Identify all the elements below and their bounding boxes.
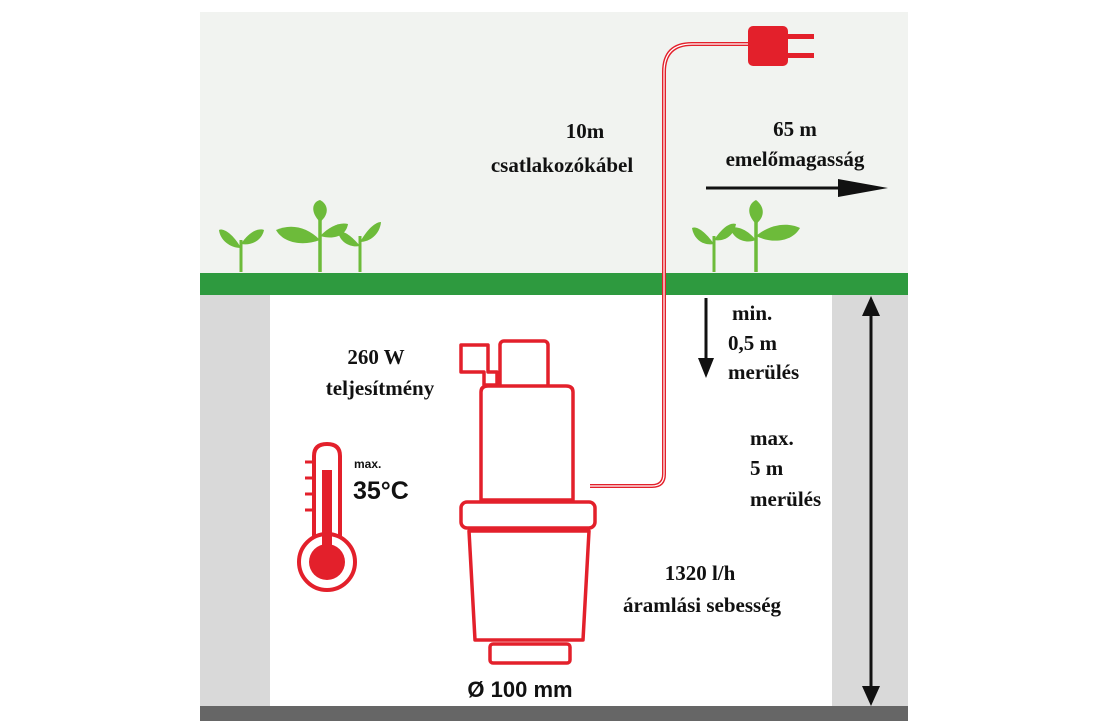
flow-name-label: áramlási sebesség — [622, 593, 782, 617]
lift-name-label: emelőmagasság — [725, 147, 865, 171]
plant-icon — [338, 222, 381, 272]
flow-value-label: 1320 l/h — [664, 561, 736, 585]
plant-icon — [692, 223, 736, 272]
temperature-max-label: max. — [354, 457, 382, 471]
arrow-icon — [698, 298, 714, 378]
plant-icon — [730, 200, 800, 272]
plant-icon — [276, 200, 348, 272]
thermometer-icon — [297, 441, 357, 592]
cable-name-label: csatlakozókábel — [490, 153, 634, 177]
min-depth-label-1: min. — [732, 301, 773, 325]
plug-icon — [748, 26, 814, 66]
well-floor — [200, 706, 908, 721]
grass-strip — [200, 273, 908, 295]
power-value-label: 260 W — [347, 345, 405, 369]
cable-length-label: 10m — [565, 119, 605, 143]
max-depth-label-2: 5 m — [750, 456, 784, 480]
max-depth-label-3: merülés — [750, 487, 822, 511]
arrow-icon — [862, 296, 880, 706]
well-left-wall — [200, 294, 270, 708]
temperature-value-label: 35°C — [353, 477, 409, 505]
min-depth-label-3: merülés — [728, 360, 800, 384]
power-name-label: teljesítmény — [325, 376, 435, 400]
min-depth-label-2: 0,5 m — [728, 331, 777, 355]
lift-value-label: 65 m — [773, 117, 817, 141]
max-depth-label-1: max. — [750, 426, 794, 450]
arrow-icon — [706, 179, 888, 197]
diameter-label: Ø 100 mm — [467, 677, 573, 702]
pump-icon — [459, 339, 597, 665]
plant-icon — [219, 229, 264, 272]
